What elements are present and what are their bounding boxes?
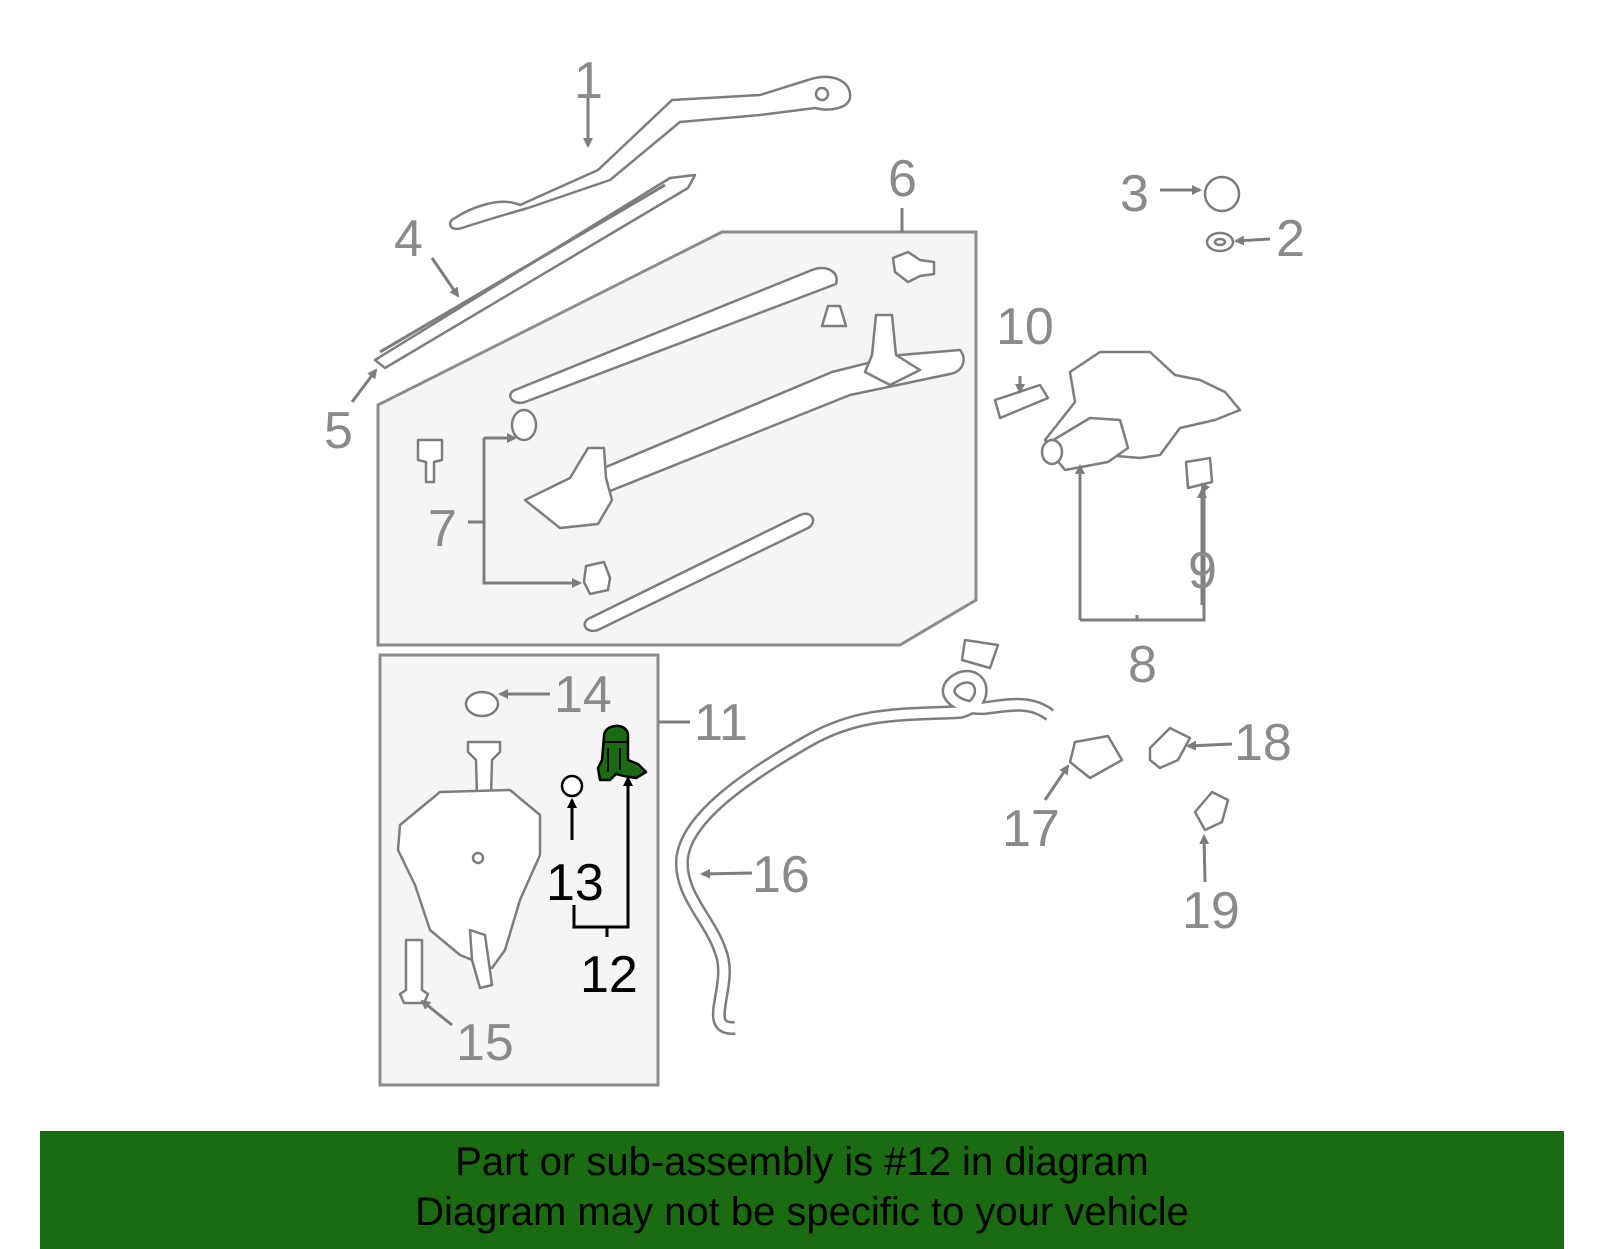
hose-clip bbox=[960, 638, 1000, 670]
callout-9: 9 bbox=[1188, 542, 1217, 600]
link-rod-main bbox=[573, 348, 965, 497]
bushing-7-upper bbox=[510, 408, 538, 442]
bolt-left bbox=[416, 438, 444, 484]
callout-12: 12 bbox=[580, 946, 638, 1004]
callout-5: 5 bbox=[324, 402, 353, 460]
washer-2-hole bbox=[1213, 237, 1227, 247]
reservoir-port bbox=[471, 851, 485, 865]
bracket-10 bbox=[993, 383, 1050, 420]
wiper-blade-rubber bbox=[379, 183, 666, 354]
grommet-9 bbox=[1184, 456, 1214, 490]
wiper-motor-body bbox=[1043, 416, 1130, 472]
link-rod-upper bbox=[509, 266, 838, 405]
connector-17 bbox=[1068, 734, 1124, 780]
callout-17: 17 bbox=[1002, 800, 1060, 858]
wiper-arm bbox=[448, 75, 852, 231]
callout-16: 16 bbox=[752, 846, 810, 904]
grommet-13 bbox=[560, 774, 584, 798]
wiper-arm-pivot bbox=[814, 86, 830, 102]
wiper-motor-cap bbox=[1040, 438, 1064, 466]
callout-14: 14 bbox=[554, 666, 612, 724]
washer-pump-12-detail bbox=[604, 741, 628, 772]
callout-1: 1 bbox=[574, 52, 603, 110]
callout-11: 11 bbox=[694, 694, 748, 752]
callout-8: 8 bbox=[1128, 636, 1157, 694]
nozzle-19 bbox=[1193, 790, 1230, 832]
callout-6: 6 bbox=[888, 150, 917, 208]
pivot-right bbox=[863, 313, 922, 387]
callout-3: 3 bbox=[1120, 165, 1149, 223]
callout-10: 10 bbox=[996, 298, 1054, 356]
banner-line-2: Diagram may not be specific to your vehi… bbox=[415, 1190, 1189, 1234]
callout-15: 15 bbox=[456, 1014, 514, 1072]
washer-pump-12 bbox=[596, 724, 648, 782]
banner-line-1: Part or sub-assembly is #12 in diagram bbox=[455, 1140, 1149, 1184]
callout-4: 4 bbox=[394, 210, 423, 268]
cap-14 bbox=[464, 690, 500, 718]
nut-3 bbox=[1203, 175, 1241, 213]
nozzle-18 bbox=[1148, 726, 1192, 770]
reservoir-outlet bbox=[468, 928, 494, 990]
washer-reservoir bbox=[396, 788, 542, 970]
leader-lines bbox=[350, 96, 1271, 1027]
link-rod-lower bbox=[583, 512, 815, 633]
callout-13: 13 bbox=[546, 854, 604, 912]
washer-hose-inner bbox=[677, 672, 1053, 1033]
cap-upper bbox=[820, 304, 848, 328]
bushing-7-lower bbox=[582, 560, 612, 596]
wiper-blade bbox=[373, 173, 697, 370]
callout-19: 19 bbox=[1182, 882, 1240, 940]
info-banner: Part or sub-assembly is #12 in diagram D… bbox=[40, 1131, 1564, 1249]
pivot-left bbox=[523, 446, 614, 530]
callout-18: 18 bbox=[1234, 714, 1292, 772]
callout-7: 7 bbox=[428, 500, 457, 558]
callout-2: 2 bbox=[1276, 210, 1305, 268]
bolt-6 bbox=[891, 250, 936, 284]
